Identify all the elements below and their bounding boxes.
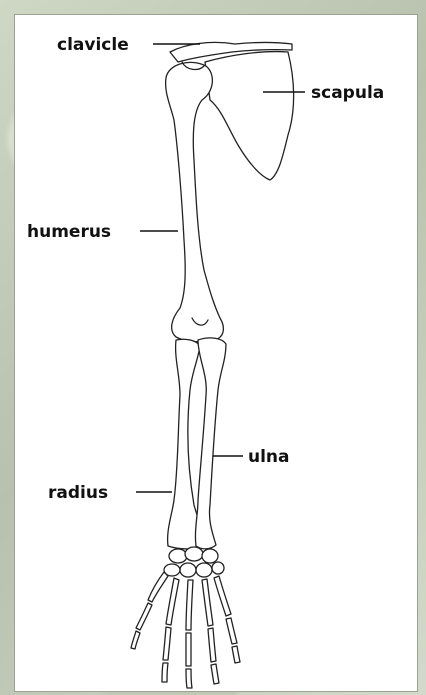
carpal-bones bbox=[164, 547, 224, 577]
hand-bones bbox=[131, 572, 240, 688]
radius-label: radius bbox=[48, 483, 108, 503]
clavicle-label: clavicle bbox=[57, 35, 129, 55]
ulna-label: ulna bbox=[248, 447, 290, 467]
ulna-bone bbox=[195, 338, 226, 549]
scapula-label: scapula bbox=[311, 83, 384, 103]
humerus-label: humerus bbox=[27, 222, 111, 242]
scapula-bone bbox=[205, 52, 294, 180]
